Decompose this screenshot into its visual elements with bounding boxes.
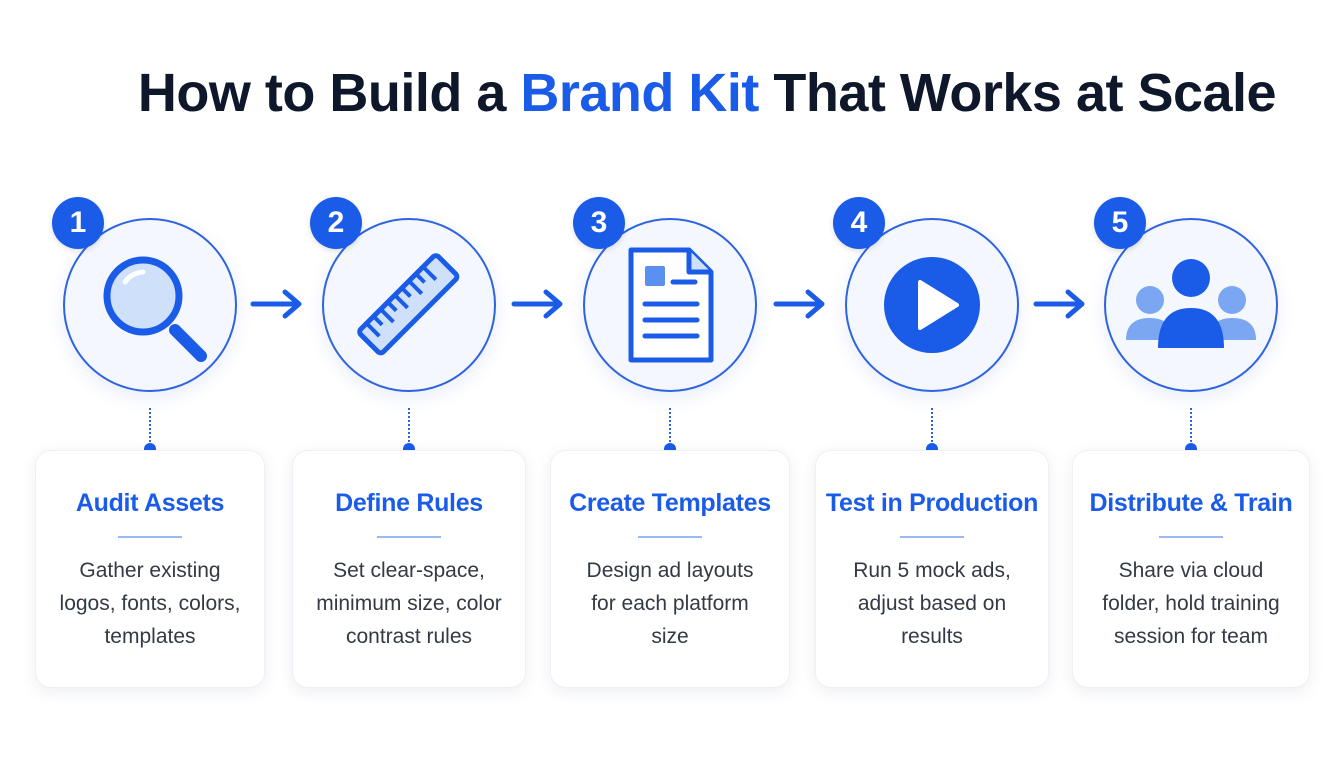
step-2-line-1: Set clear-space,	[333, 559, 485, 582]
document-icon	[628, 247, 714, 363]
step-3-connector	[669, 408, 671, 442]
step-1-line-2: logos, fonts, colors,	[59, 592, 241, 615]
step-3-divider	[638, 536, 702, 538]
step-2-line-3: contrast rules	[345, 625, 473, 648]
step-5-connector	[1190, 408, 1192, 442]
step-2-line-2: minimum size, color	[316, 592, 502, 615]
step-5: 5 Distribute & Train Share via cloud fol…	[1061, 0, 1321, 768]
play-icon	[884, 257, 980, 353]
step-2-card: Define Rules Set clear-space, minimum si…	[292, 450, 526, 688]
step-2-badge: 2	[310, 197, 362, 249]
step-3-badge: 3	[573, 197, 625, 249]
step-4-line-2: adjust based on	[857, 592, 1007, 615]
ruler-icon	[357, 253, 460, 356]
step-1-divider	[118, 536, 182, 538]
page-title: How to Build a Brand Kit That Works at S…	[0, 62, 1344, 124]
step-4-badge: 4	[833, 197, 885, 249]
team-icon	[1126, 259, 1256, 348]
step-5-line-1: Share via cloud	[1118, 559, 1264, 582]
step-5-title: Distribute & Train	[1089, 489, 1293, 517]
step-1-connector	[149, 408, 151, 442]
step-5-divider	[1159, 536, 1223, 538]
step-2-circle	[322, 218, 496, 392]
step-3-line-2: for each platform	[591, 592, 749, 615]
step-1-badge: 1	[52, 197, 104, 249]
step-1: 1 Audit Assets Gather existing logos, fo…	[20, 0, 280, 768]
step-1-card: Audit Assets Gather existing logos, font…	[35, 450, 265, 688]
step-3-line-1: Design ad layouts	[586, 559, 754, 582]
step-5-card: Distribute & Train Share via cloud folde…	[1072, 450, 1310, 688]
step-3-circle	[583, 218, 757, 392]
step-2-divider	[377, 536, 441, 538]
step-5-line-2: folder, hold training	[1102, 592, 1280, 615]
arrow-right-icon	[773, 289, 825, 319]
step-5-line-3: session for team	[1113, 625, 1269, 648]
step-4-circle	[845, 218, 1019, 392]
step-1-line-3: templates	[104, 625, 196, 648]
step-4: 4 Test in Production Run 5 mock ads, adj…	[802, 0, 1062, 768]
step-3-card: Create Templates Design ad layouts for e…	[550, 450, 790, 688]
step-3: 3 Create Templates Design ad layouts for…	[540, 0, 800, 768]
arrow-right-icon	[1033, 289, 1085, 319]
title-highlight: Brand Kit	[520, 63, 759, 123]
step-4-divider	[900, 536, 964, 538]
step-4-connector	[931, 408, 933, 442]
title-prefix: How to Build a	[137, 63, 521, 123]
step-1-title: Audit Assets	[75, 489, 225, 517]
step-4-line-3: results	[901, 625, 963, 648]
step-3-title: Create Templates	[569, 489, 771, 517]
magnifying-glass-icon	[103, 256, 207, 362]
step-4-description: Run 5 mock ads, adjust based on results	[816, 554, 1048, 653]
title-suffix: That Works at Scale	[758, 63, 1277, 123]
step-1-circle	[63, 218, 237, 392]
arrow-right-icon	[250, 289, 302, 319]
step-4-line-1: Run 5 mock ads,	[853, 559, 1011, 582]
step-2: 2 Define Rules Set clear-space, minimum …	[279, 0, 539, 768]
step-3-line-3: size	[651, 625, 689, 648]
step-5-badge: 5	[1094, 197, 1146, 249]
step-3-description: Design ad layouts for each platform size	[551, 554, 789, 653]
step-2-title: Define Rules	[335, 489, 483, 517]
step-5-circle	[1104, 218, 1278, 392]
step-1-line-1: Gather existing	[79, 559, 221, 582]
step-4-title: Test in Production	[825, 489, 1039, 517]
arrow-right-icon	[511, 289, 563, 319]
step-2-connector	[408, 408, 410, 442]
step-1-description: Gather existing logos, fonts, colors, te…	[36, 554, 264, 653]
step-5-description: Share via cloud folder, hold training se…	[1073, 554, 1309, 653]
step-4-card: Test in Production Run 5 mock ads, adjus…	[815, 450, 1049, 688]
step-2-description: Set clear-space, minimum size, color con…	[293, 554, 525, 653]
